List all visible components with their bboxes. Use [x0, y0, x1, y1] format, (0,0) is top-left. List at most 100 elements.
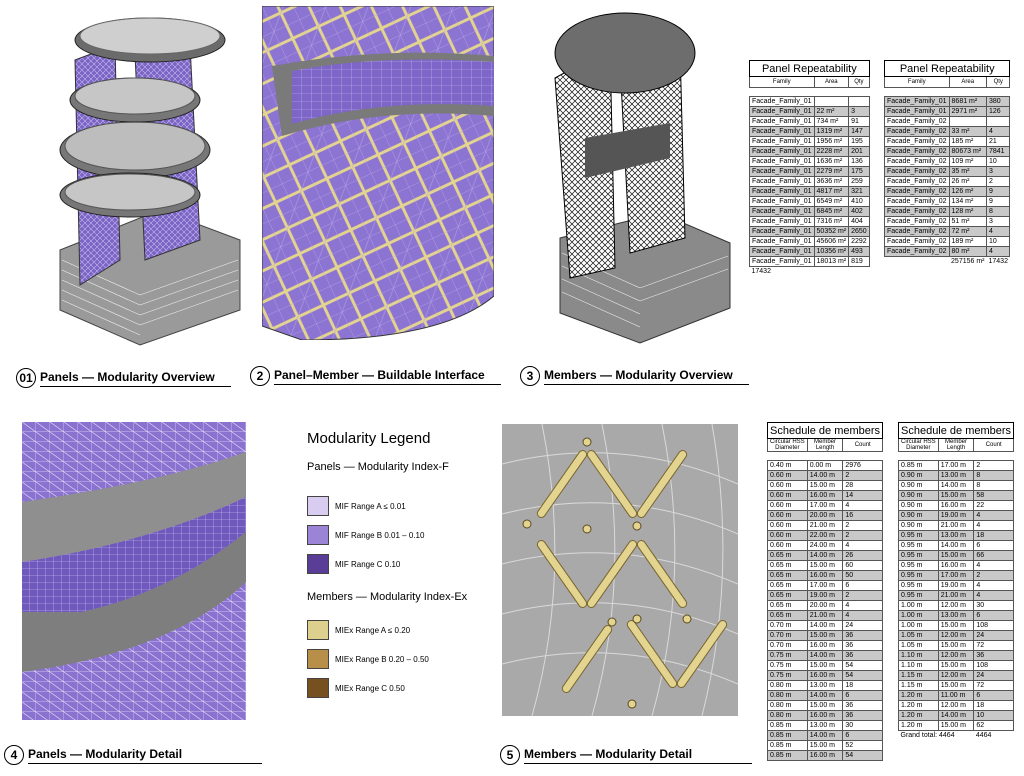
table-cell: 13.00 m — [937, 530, 975, 541]
table-cell: 0.75 m — [767, 660, 808, 671]
table-cell: 6 — [842, 690, 884, 701]
table-cell: 1.05 m — [898, 640, 939, 651]
table-cell: 15.00 m — [806, 660, 844, 671]
table-cell: 819 — [848, 256, 870, 267]
table-cell: 14.00 m — [937, 540, 975, 551]
col-header-count: Count — [842, 438, 884, 452]
table-cell: 24.00 m — [806, 540, 844, 551]
caption-view-1: 01 Panels — Modularity Overview — [16, 368, 231, 388]
table-cell: 16 — [842, 510, 884, 521]
table-cell: 0.60 m — [767, 470, 808, 481]
table-cell: 0.65 m — [767, 550, 808, 561]
table-cell: 50352 m² — [813, 226, 850, 237]
table-cell: 15.00 m — [937, 660, 975, 671]
legend-item-miex-c: MIEx Range C 0.50 — [307, 678, 405, 698]
table-cell: 66 — [973, 550, 1015, 561]
table-cell: 404 — [848, 216, 870, 227]
table-cell: 21 — [985, 136, 1011, 147]
table-cell: 12.00 m — [937, 700, 975, 711]
table-cell: 3 — [985, 216, 1011, 227]
table-cell: 1.15 m — [898, 670, 939, 681]
table-cell: 15.00 m — [937, 720, 975, 731]
table-title: Schedule de members — [766, 422, 884, 439]
table-cell: 16.00 m — [806, 640, 844, 651]
caption-view-2: 2 Panel–Member — Buildable Interface — [250, 366, 501, 386]
total-value: 17432 — [751, 267, 771, 275]
table-cell: 33 m² — [948, 126, 988, 137]
view-number: 5 — [500, 745, 520, 765]
table-cell: 4 — [842, 540, 884, 551]
legend-item-mif-c: MIF Range C 0.10 — [307, 554, 400, 574]
table-cell: 108 — [973, 620, 1015, 631]
table-cell: 0.85 m — [767, 750, 808, 761]
table-cell: Facade_Family_01 — [749, 226, 815, 237]
table-cell: 6 — [842, 730, 884, 741]
table-cell: 201 — [848, 146, 870, 157]
total-row: 17432 — [750, 267, 870, 277]
table-cell: 35 m² — [948, 166, 988, 177]
table-cell: 2 — [842, 520, 884, 531]
table-cell: 2 — [842, 590, 884, 601]
table-cell: 0.80 m — [767, 710, 808, 721]
swatch-miex-b — [307, 649, 329, 669]
table-cell: 0.70 m — [767, 620, 808, 631]
table-cell: Facade_Family_02 — [884, 206, 950, 217]
table-cell: 8 — [973, 480, 1015, 491]
table-cell: 17.00 m — [806, 500, 844, 511]
table-cell: 128 m² — [948, 206, 988, 217]
table-cell: 0.95 m — [898, 570, 939, 581]
table-cell: 51 m² — [948, 216, 988, 227]
table-cell: 9 — [985, 196, 1011, 207]
table-cell: Facade_Family_01 — [749, 206, 815, 217]
table-title: Panel Repeatability — [883, 60, 1011, 77]
col-header-qty: Qty — [985, 76, 1011, 88]
table-cell: 80673 m² — [948, 146, 988, 157]
legend-label: MIF Range A ≤ 0.01 — [335, 501, 406, 511]
table-cell: 2 — [973, 460, 1015, 471]
view-title: Members — Modularity Detail — [524, 747, 753, 764]
table-cell: 21.00 m — [937, 520, 975, 531]
table-cell: 4 — [985, 126, 1011, 137]
table-cell: 62 — [973, 720, 1015, 731]
table-cell: Facade_Family_02 — [884, 236, 950, 247]
legend-panels-heading: Panels — Modularity Index-F — [307, 461, 449, 473]
table-cell: 1.20 m — [898, 720, 939, 731]
table-cell: Facade_Family_02 — [884, 226, 950, 237]
table-cell: 4 — [973, 510, 1015, 521]
table-cell: 22 m² — [813, 106, 850, 117]
table-cell: 22 — [973, 500, 1015, 511]
table-cell: 1.00 m — [898, 600, 939, 611]
table-cell: 14.00 m — [806, 470, 844, 481]
table-row: Facade_Family_02 — [884, 116, 1011, 127]
table-cell: 2650 — [848, 226, 870, 237]
table-cell: Facade_Family_02 — [884, 116, 950, 127]
table-cell: 36 — [842, 700, 884, 711]
legend-item-miex-a: MIEx Range A ≤ 0.20 — [307, 620, 410, 640]
table-cell: 734 m² — [813, 116, 850, 127]
table-cell: 15.00 m — [937, 550, 975, 561]
table-cell: Facade_Family_02 — [884, 186, 950, 197]
col-header-family: Family — [884, 76, 950, 88]
table-cell: 21.00 m — [937, 590, 975, 601]
